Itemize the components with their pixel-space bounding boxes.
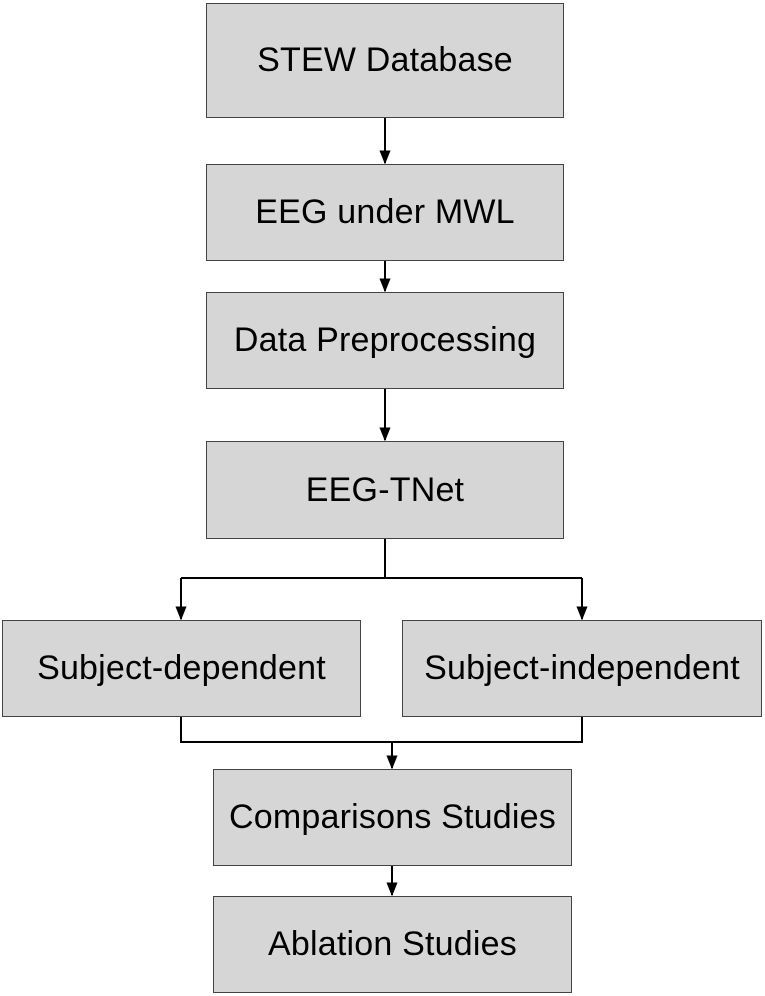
node-eeg-under-mwl-label: EEG under MWL: [255, 193, 515, 231]
node-subject-dependent-label: Subject-dependent: [37, 649, 326, 687]
node-data-preprocessing-label: Data Preprocessing: [233, 321, 537, 359]
node-subject-independent: Subject-independent: [402, 620, 762, 717]
node-ablation-studies: Ablation Studies: [213, 896, 572, 993]
node-data-preprocessing: Data Preprocessing: [206, 292, 564, 389]
node-ablation-studies-label: Ablation Studies: [268, 925, 517, 963]
node-subject-dependent: Subject-dependent: [2, 620, 361, 717]
node-stew-database: STEW Database: [206, 3, 564, 118]
node-eeg-under-mwl: EEG under MWL: [206, 164, 564, 261]
node-stew-database-label: STEW Database: [257, 41, 513, 79]
node-eeg-tnet: EEG-TNet: [206, 441, 564, 539]
node-comparisons-studies-label: Comparisons Studies: [229, 798, 556, 836]
node-eeg-tnet-label: EEG-TNet: [305, 470, 465, 509]
node-subject-independent-label: Subject-independent: [424, 649, 740, 687]
node-comparisons-studies: Comparisons Studies: [213, 769, 572, 866]
connector-merge: [180, 717, 583, 743]
